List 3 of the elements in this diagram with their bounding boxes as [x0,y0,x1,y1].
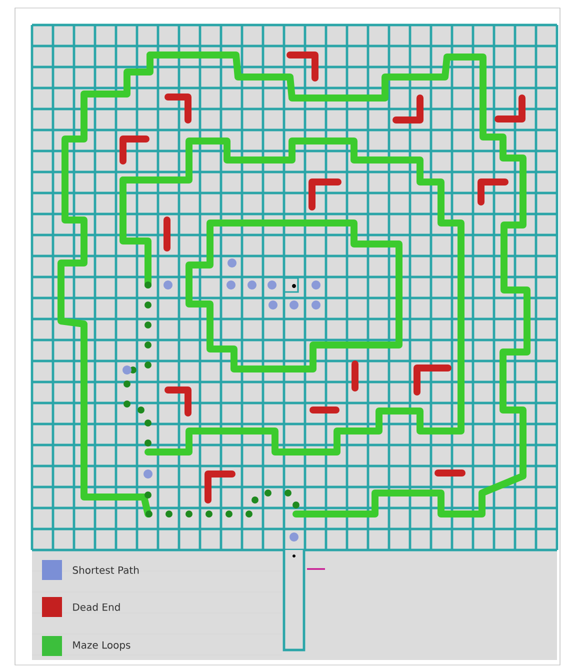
legend-label: Dead End [73,603,120,611]
legend-label: Maze Loops [73,641,130,651]
legend-label: Shortest Path [72,566,139,574]
